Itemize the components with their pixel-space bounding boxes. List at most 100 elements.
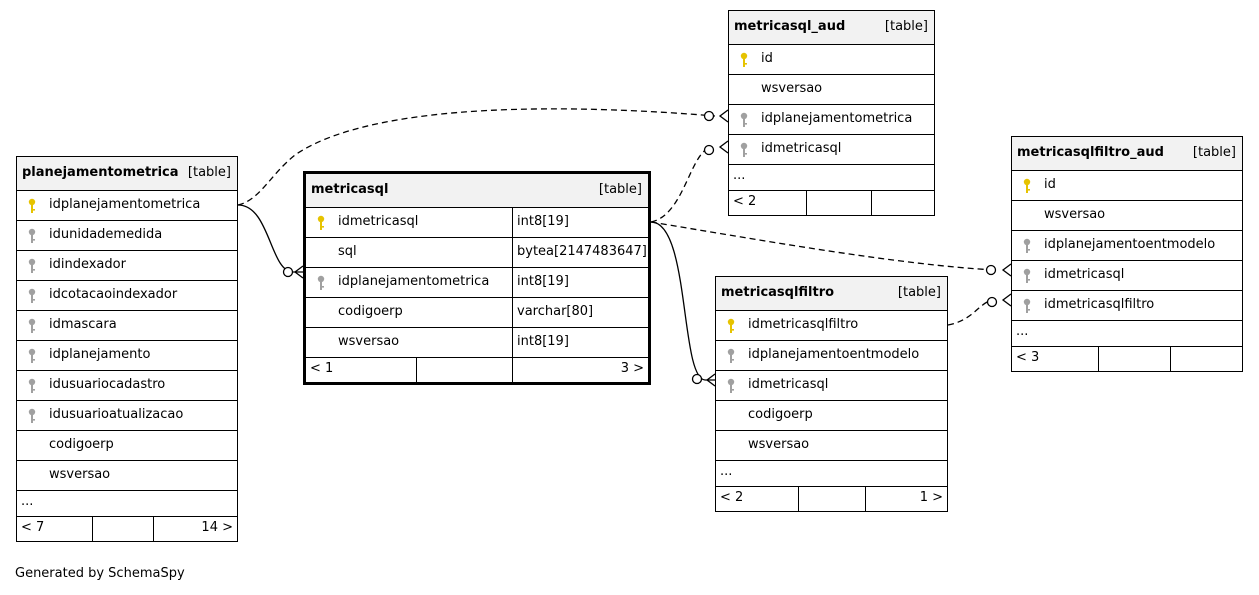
table-type: [table] [884,19,928,34]
more-columns: ... [716,461,947,487]
edge-end-crowfoot [1001,293,1012,307]
table-header: planejamentometrica [table] [17,157,237,191]
parents-count[interactable]: < 3 [1016,350,1040,365]
table-name: metricasqlfiltro [721,285,835,300]
table-planejamentometrica[interactable]: planejamentometrica [table] idplanejamen… [16,156,238,542]
column-name: codigoerp [748,407,813,422]
column-row[interactable]: codigoerp [716,401,947,431]
table-metricasqlfiltro-aud[interactable]: metricasqlfiltro_aud [table] id wsversao i… [1011,136,1243,372]
primary-key-icon [1023,178,1031,193]
column-row[interactable]: idusuariocadastro [17,371,237,401]
edge-end-crowfoot [1001,263,1012,277]
column-name: wsversao [748,437,810,452]
parents-count[interactable]: < 7 [21,520,45,535]
more-columns: ... [729,165,934,191]
edge-planejamentometrica-metricasql [237,204,303,273]
column-type: varchar[80] [512,298,593,327]
column-row[interactable]: idmetricasql [729,135,934,165]
table-header: metricasql [table] [306,174,648,208]
column-name: wsversao [761,81,823,96]
edge-end-crowfoot [718,109,729,123]
column-row[interactable]: wsversao [1012,201,1242,231]
edge-end-crowfoot [705,373,716,387]
column-name: idcotacaoindexador [49,287,178,302]
column-name: idmetricasql [761,141,842,156]
primary-key-icon [740,52,748,67]
column-name: idplanejamentoentmodelo [748,347,920,362]
column-row[interactable]: codigoerp [17,431,237,461]
column-type: int8[19] [512,268,569,297]
parents-count[interactable]: < 2 [720,490,744,505]
column-row[interactable]: id [729,45,934,75]
column-row[interactable]: idmetricasqlfiltro [1012,291,1242,321]
table-type: [table] [187,165,231,180]
column-name: wsversao [338,334,400,349]
foreign-key-icon [28,378,36,393]
foreign-key-icon [1023,298,1031,313]
column-name: idusuarioatualizacao [49,407,184,422]
column-row[interactable]: idcotacaoindexador [17,281,237,311]
column-row[interactable]: idmetricasqlfiltro [716,311,947,341]
children-count[interactable]: 3 > [620,361,644,376]
table-name: planejamentometrica [22,165,179,180]
column-row[interactable]: idplanejamentometrica [17,191,237,221]
column-row[interactable]: wsversao [716,431,947,461]
column-name: id [1044,177,1056,192]
edge-metricasql-metricasqlfiltro [650,221,715,381]
column-row[interactable]: idmetricasql [716,371,947,401]
parents-count[interactable]: < 1 [310,361,334,376]
column-name: id [761,51,773,66]
column-row[interactable]: wsversao [17,461,237,491]
column-row[interactable]: idunidademedida [17,221,237,251]
edge-end-circle [703,110,715,122]
edge-end-circle [986,296,998,308]
column-row[interactable]: idplanejamentoentmodelo [716,341,947,371]
column-row[interactable]: idplanejamentometrica [729,105,934,135]
foreign-key-icon [740,142,748,157]
column-name: wsversao [1044,207,1106,222]
table-metricasqlfiltro[interactable]: metricasqlfiltro [table] idmetricasqlfil… [715,276,948,512]
column-name: idmetricasql [338,214,419,229]
table-type: [table] [1192,145,1236,160]
column-name: idmetricasqlfiltro [748,317,859,332]
column-name: idusuariocadastro [49,377,166,392]
foreign-key-icon [317,275,325,290]
column-name: idmascara [49,317,117,332]
parents-count[interactable]: < 2 [733,194,757,209]
column-row[interactable]: idplanejamento [17,341,237,371]
table-name: metricasql [311,182,389,197]
edge-end-crowfoot [718,140,729,154]
more-columns: ... [1012,321,1242,347]
column-name: sql [338,244,357,259]
foreign-key-icon [28,408,36,423]
column-row[interactable]: idplanejamentoentmodelo [1012,231,1242,261]
column-row[interactable]: wsversao [729,75,934,105]
foreign-key-icon [1023,238,1031,253]
table-footer: < 7 14 > [17,517,237,541]
column-row[interactable]: id [1012,171,1242,201]
foreign-key-icon [740,112,748,127]
table-header: metricasqlfiltro [table] [716,277,947,311]
column-row[interactable]: idmetricasql [1012,261,1242,291]
column-name: idplanejamento [49,347,151,362]
column-row[interactable]: idmascara [17,311,237,341]
column-row[interactable]: idusuarioatualizacao [17,401,237,431]
table-name: metricasqlfiltro_aud [1017,145,1164,160]
foreign-key-icon [1023,268,1031,283]
edge-end-circle [691,373,703,385]
table-footer: < 2 [729,191,934,215]
column-row[interactable]: idindexador [17,251,237,281]
children-count[interactable]: 14 > [201,520,233,535]
column-name: idplanejamentometrica [761,111,913,126]
column-row[interactable]: codigoerp varchar[80] [306,298,648,328]
generated-by-credit: Generated by SchemaSpy [15,566,185,581]
column-name: codigoerp [338,304,403,319]
children-count[interactable]: 1 > [919,490,943,505]
